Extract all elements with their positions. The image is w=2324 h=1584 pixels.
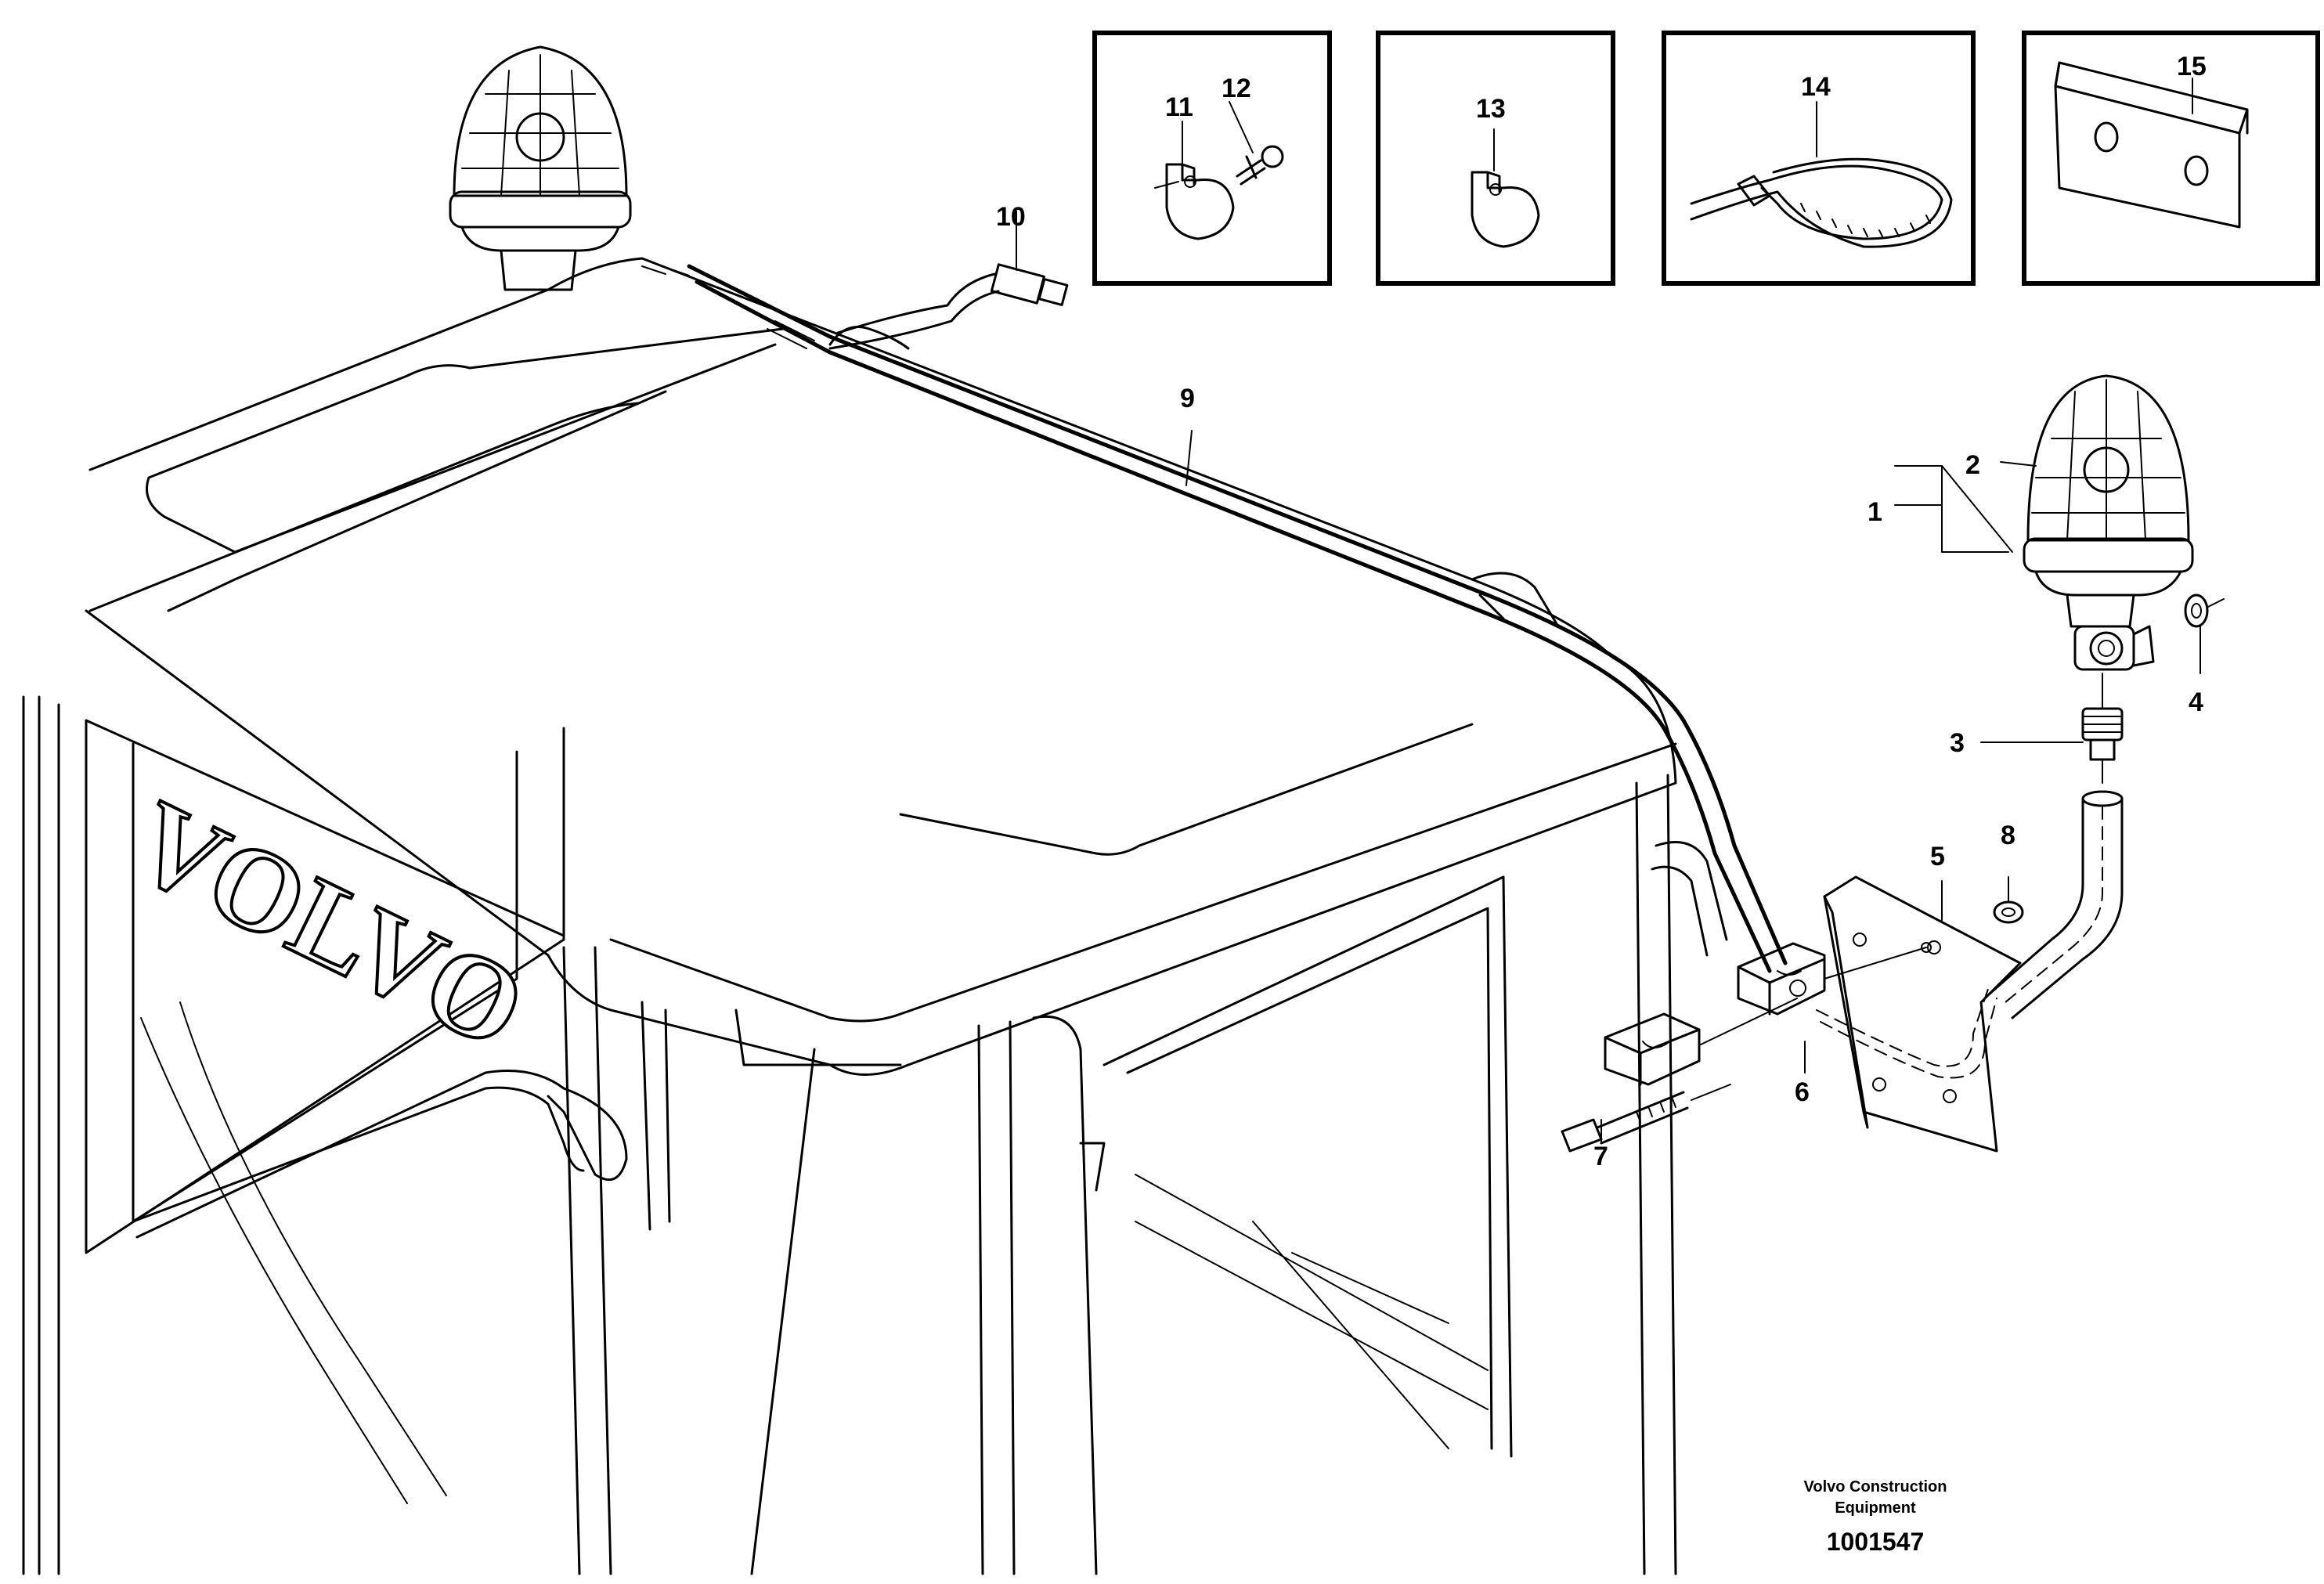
cab-roof <box>85 257 1677 1076</box>
volvo-logo: VOLVO <box>114 775 544 1074</box>
inset-plate <box>2022 31 2320 286</box>
footer: Volvo Construction Equipment 1001547 <box>1804 1478 1947 1556</box>
callout-10: 10 <box>996 202 1026 232</box>
clamp-icon <box>1604 942 1927 1086</box>
connector <box>828 263 1069 350</box>
beacon-assembly-icon <box>2023 374 2194 671</box>
cab-door <box>977 774 1728 1575</box>
callout-15: 15 <box>2177 52 2207 81</box>
callout-7: 7 <box>1593 1142 1608 1171</box>
callout-12: 12 <box>1222 74 1251 103</box>
callout-6: 6 <box>1795 1077 1810 1107</box>
callout-4: 4 <box>2189 687 2203 717</box>
callout-9: 9 <box>1180 384 1195 413</box>
inset-cable-tie <box>1662 31 1976 286</box>
drawing-number: 1001547 <box>1827 1528 1925 1556</box>
wire-harness <box>641 264 1788 973</box>
company-name-line2: Equipment <box>1835 1499 1916 1517</box>
callout-1: 1 <box>1868 497 1882 527</box>
inset-clip-screw <box>1092 31 1332 286</box>
callout-11: 11 <box>1165 92 1193 122</box>
leader-lines <box>1016 211 2201 1144</box>
bolt-icon <box>1561 1084 1731 1153</box>
mount-bracket-icon <box>1816 790 2124 1153</box>
beacon-roof-icon <box>449 45 632 291</box>
adapter-icon <box>2081 673 2124 784</box>
company-name-line1: Volvo Construction <box>1804 1478 1947 1496</box>
callout-5: 5 <box>1930 842 1945 871</box>
inset-clip <box>1376 31 1615 286</box>
callout-8: 8 <box>2001 821 2015 850</box>
callout-labels: 1 2 3 4 5 6 7 8 9 10 11 12 13 14 15 <box>996 52 2207 1171</box>
callout-2: 2 <box>1965 450 1980 480</box>
cab-front-wall <box>22 695 902 1575</box>
callout-3: 3 <box>1950 728 1965 758</box>
callout-14: 14 <box>1801 72 1831 102</box>
washer-icon <box>2184 594 2225 628</box>
callout-13: 13 <box>1476 94 1506 124</box>
washer-8-icon <box>1993 900 2024 924</box>
